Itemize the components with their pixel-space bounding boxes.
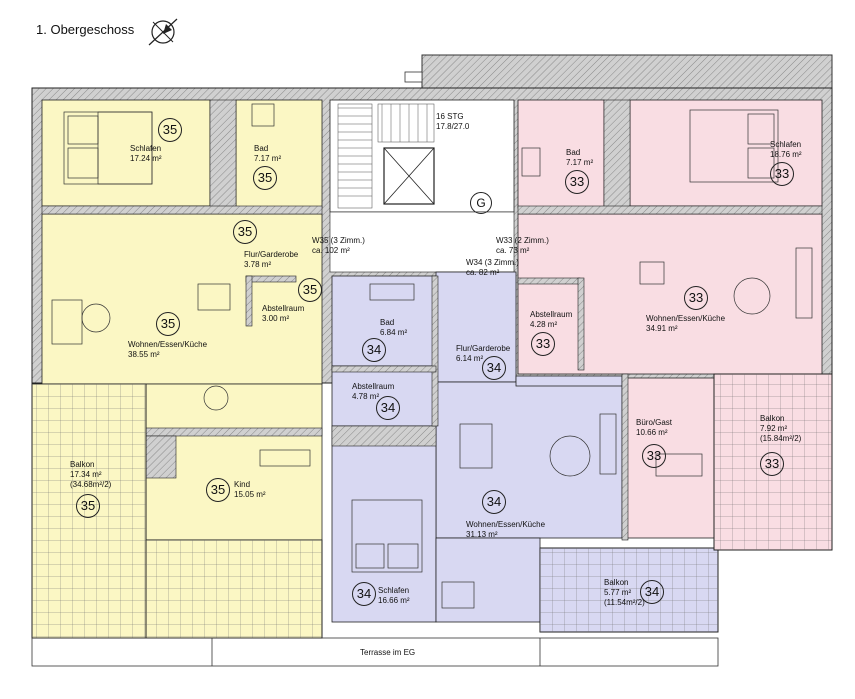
unit-marker: 34 (482, 490, 506, 514)
unit-35-area (31, 99, 323, 551)
unit-marker: 35 (156, 312, 180, 336)
apartment-label: W34 (3 Zimm.)ca. 82 m² (466, 258, 519, 277)
unit-marker: 34 (482, 356, 506, 380)
page-title: 1. Obergeschoss (36, 22, 135, 37)
terrace-label: Terrasse im EG (360, 648, 416, 657)
unit-marker: 35 (206, 478, 230, 502)
unit-marker: 35 (253, 166, 277, 190)
unit-marker: 35 (233, 220, 257, 244)
unit-marker: 34 (352, 582, 376, 606)
unit-34-area (331, 271, 623, 623)
unit-marker: 33 (684, 286, 708, 310)
unit-marker: 33 (642, 444, 666, 468)
unit-marker: 35 (298, 278, 322, 302)
compass-north-icon (148, 18, 178, 46)
apartment-label: W33 (2 Zimm.)ca. 73 m² (496, 236, 549, 255)
unit-marker: 35 (76, 494, 100, 518)
apartment-label: W35 (3 Zimm.)ca. 102 m² (312, 236, 365, 255)
unit-marker: 33 (531, 332, 555, 356)
roof-projection (421, 54, 833, 90)
unit-marker: 34 (362, 338, 386, 362)
unit-33-area (517, 99, 823, 539)
unit-marker: 34 (376, 396, 400, 420)
unit-marker: 33 (565, 170, 589, 194)
unit-marker: 33 (770, 162, 794, 186)
unit-marker: 33 (760, 452, 784, 476)
unit-marker: 35 (158, 118, 182, 142)
unit-marker: 34 (640, 580, 664, 604)
stair-marker: G (470, 192, 492, 214)
